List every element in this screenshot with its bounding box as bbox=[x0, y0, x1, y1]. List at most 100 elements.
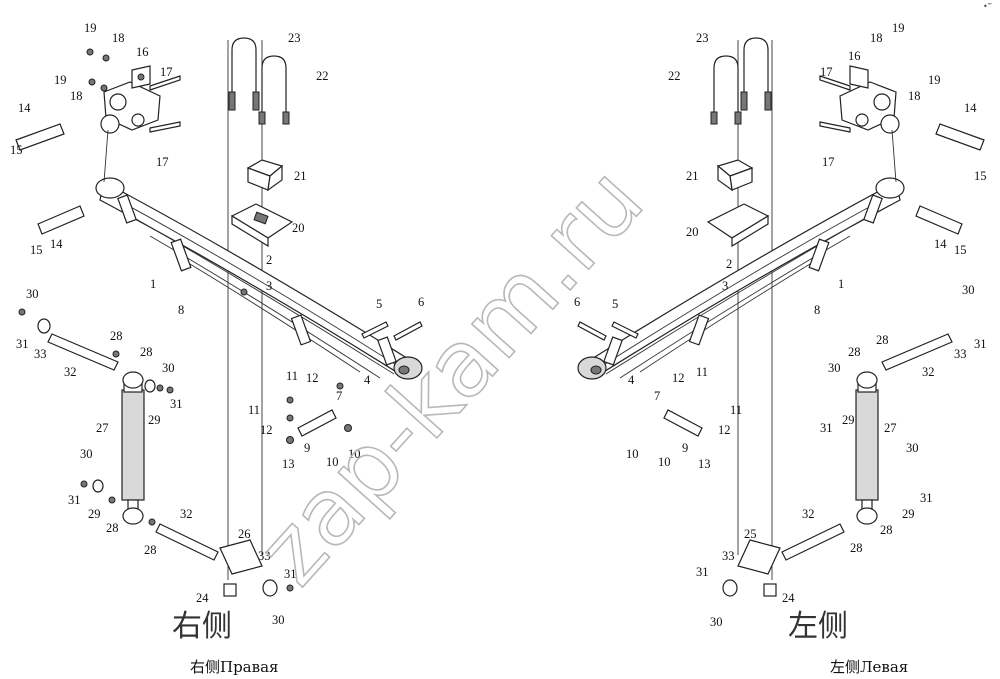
left-part-number-label: 33 bbox=[954, 347, 967, 361]
right-part-number-label: 19 bbox=[54, 73, 67, 87]
left-part-number-label: 12 bbox=[718, 423, 731, 437]
right-part-number-label: 22 bbox=[316, 69, 329, 83]
right-part-number-label: 30 bbox=[80, 447, 93, 461]
bolt bbox=[149, 75, 181, 133]
right-part-number-label: 21 bbox=[294, 169, 307, 183]
left-part-number-label: 17 bbox=[820, 65, 833, 79]
right-part-number-label: 15 bbox=[30, 243, 43, 257]
right-part-number-label: 24 bbox=[196, 591, 209, 605]
right-part-number-label: 32 bbox=[64, 365, 77, 379]
right-part-number-label: 11 bbox=[286, 369, 298, 383]
left-part-number-label: 21 bbox=[686, 169, 699, 183]
left-part-number-label: 32 bbox=[802, 507, 815, 521]
right-part-number-label: 15 bbox=[10, 143, 23, 157]
right-part-number-label: 17 bbox=[160, 65, 173, 79]
nut bbox=[18, 48, 344, 592]
right-part-number-label: 28 bbox=[140, 345, 153, 359]
left-part-number-label: 18 bbox=[870, 31, 883, 45]
left-part-number-label: 32 bbox=[922, 365, 935, 379]
left-part-number-label: 18 bbox=[908, 89, 921, 103]
right-part-number-label: 12 bbox=[306, 371, 319, 385]
left-part-number-label: 14 bbox=[934, 237, 947, 251]
left-part-number-label: 24 bbox=[782, 591, 795, 605]
right-part-number-label: 9 bbox=[304, 441, 310, 455]
right-part-number-label: 33 bbox=[34, 347, 47, 361]
right-part-number-label: 31 bbox=[68, 493, 81, 507]
right-part-number-label: 27 bbox=[96, 421, 109, 435]
left-part-number-label: 16 bbox=[848, 49, 861, 63]
right-part-number-label: 30 bbox=[272, 613, 285, 627]
left-part-number-label: 27 bbox=[884, 421, 897, 435]
left-part-number-label: 10 bbox=[658, 455, 671, 469]
right-part-number-label: 16 bbox=[136, 45, 149, 59]
u-bolt bbox=[228, 37, 290, 125]
left-part-number-label: 14 bbox=[964, 101, 977, 115]
right-part-number-label: 6 bbox=[418, 295, 424, 309]
bump-stop bbox=[246, 159, 284, 192]
left-part-number-label: 11 bbox=[730, 403, 742, 417]
right-part-number-label: 23 bbox=[288, 31, 301, 45]
left-part-number-label: 12 bbox=[672, 371, 685, 385]
right-part-number-label: 31 bbox=[16, 337, 29, 351]
right-part-number-label: 12 bbox=[260, 423, 273, 437]
spacer-plate bbox=[230, 203, 294, 248]
left-part-number-label: 29 bbox=[842, 413, 855, 427]
left-part-number-label: 22 bbox=[668, 69, 681, 83]
shackle-bracket bbox=[100, 65, 161, 183]
left-part-number-label: 25 bbox=[744, 527, 757, 541]
left-part-number-label: 11 bbox=[696, 365, 708, 379]
right-part-number-label: 14 bbox=[18, 101, 31, 115]
left-part-number-label: 28 bbox=[876, 333, 889, 347]
left-part-number-label: 15 bbox=[974, 169, 987, 183]
left-part-number-label: 23 bbox=[696, 31, 709, 45]
left-part-number-label: 4 bbox=[628, 373, 635, 387]
spring-pin bbox=[361, 321, 423, 341]
left-part-number-label: 5 bbox=[612, 297, 618, 311]
left-part-number-label: 15 bbox=[954, 243, 967, 257]
right-part-number-label: 10 bbox=[348, 447, 361, 461]
left-side-heading: 左侧 bbox=[788, 609, 848, 644]
left-side-caption: 左侧Левая bbox=[830, 658, 908, 676]
right-part-number-label: 1 bbox=[150, 277, 156, 291]
left-part-number-label: 30 bbox=[828, 361, 841, 375]
right-part-number-label: 28 bbox=[110, 329, 123, 343]
left-part-number-label: 20 bbox=[686, 225, 699, 239]
right-part-number-label: 30 bbox=[162, 361, 175, 375]
right-part-number-label: 20 bbox=[292, 221, 305, 235]
left-part-number-label: 2 bbox=[726, 257, 732, 271]
right-part-number-label: 14 bbox=[50, 237, 63, 251]
right-part-number-label: 5 bbox=[376, 297, 382, 311]
right-part-number-label: 19 bbox=[84, 21, 97, 35]
right-part-number-label: 18 bbox=[70, 89, 83, 103]
right-part-number-label: 32 bbox=[180, 507, 193, 521]
right-part-number-label: 2 bbox=[266, 253, 272, 267]
right-part-number-label: 7 bbox=[336, 389, 342, 403]
left-part-number-label: 19 bbox=[928, 73, 941, 87]
right-part-number-label: 13 bbox=[282, 457, 295, 471]
right-part-number-label: 30 bbox=[26, 287, 39, 301]
right-part-number-label: 17 bbox=[156, 155, 169, 169]
right-part-number-label: 31 bbox=[284, 567, 297, 581]
left-part-number-label: 31 bbox=[974, 337, 987, 351]
right-side-assembly bbox=[15, 37, 423, 597]
left-part-number-label: 10 bbox=[626, 447, 639, 461]
right-part-number-label: 4 bbox=[364, 373, 371, 387]
left-side-assembly bbox=[577, 37, 985, 597]
left-part-number-label: 30 bbox=[906, 441, 919, 455]
right-part-number-label: 31 bbox=[170, 397, 183, 411]
left-part-number-label: 33 bbox=[722, 549, 735, 563]
right-side-heading: 右侧 bbox=[172, 609, 232, 644]
left-part-number-label: 1 bbox=[838, 277, 844, 291]
right-part-number-label: 28 bbox=[106, 521, 119, 535]
pin bbox=[15, 123, 85, 235]
left-part-number-label: 17 bbox=[822, 155, 835, 169]
right-part-number-label: 26 bbox=[238, 527, 251, 541]
corner-mark: •‴ bbox=[983, 2, 992, 11]
left-part-number-label: 30 bbox=[710, 615, 723, 629]
left-part-number-label: 8 bbox=[814, 303, 820, 317]
left-part-number-label: 3 bbox=[722, 279, 728, 293]
lower-bracket bbox=[219, 539, 278, 597]
left-part-number-label: 31 bbox=[820, 421, 833, 435]
